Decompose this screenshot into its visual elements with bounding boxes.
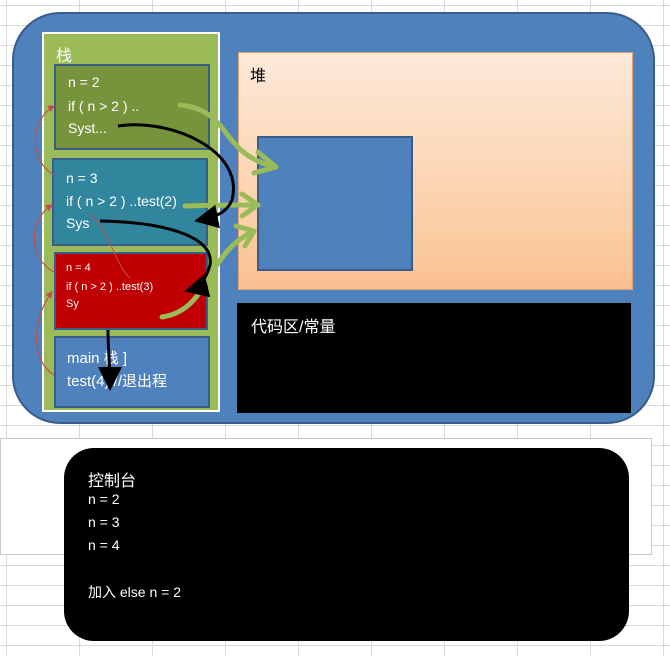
black-return-arrow [99, 219, 212, 298]
frame-line: main 栈 ] [67, 350, 128, 367]
frame-line: Sys [66, 215, 90, 231]
stack-frame-main: main 栈 ] test(4) //退出程 [54, 336, 210, 408]
frame-line: n = 2 [68, 74, 100, 90]
frame-line: n = 3 [66, 170, 98, 186]
red-call-arrow [89, 214, 131, 279]
console-note: 加入 else n = 2 [88, 584, 181, 600]
console-line: n = 4 [88, 537, 120, 553]
red-call-arrow [34, 105, 56, 176]
frame-line: if ( n > 2 ) ..test(3) [66, 281, 154, 293]
frame-line: if ( n > 2 ) .. [68, 98, 140, 114]
green-arrow-head [233, 223, 257, 249]
code-area-title: 代码区/常量 [251, 319, 336, 336]
code-area [237, 303, 631, 413]
stack-frame-n4: n = 4 if ( n > 2 ) ..test(3) Sy [54, 252, 208, 330]
green-arrow [177, 102, 271, 168]
green-arrow-head [251, 149, 279, 176]
red-call-arrow [33, 204, 55, 273]
console-title: 控制台 [88, 473, 137, 490]
heap-object [257, 136, 413, 271]
console-panel [64, 448, 629, 641]
frame-line: Sy [66, 298, 79, 310]
console-line: n = 3 [88, 514, 120, 530]
stack-frame-n3: n = 3 if ( n > 2 ) ..test(2) Sys [52, 158, 208, 246]
black-return-arrow [97, 329, 122, 391]
black-return-arrow [117, 123, 235, 229]
frame-line: if ( n > 2 ) ..test(2) [66, 193, 177, 209]
green-arrow [182, 202, 258, 209]
frame-line: n = 4 [66, 262, 91, 274]
red-call-arrow [36, 291, 55, 376]
console-line: n = 2 [88, 491, 120, 507]
green-arrow-head [239, 191, 261, 219]
stack-title: 栈 [56, 48, 73, 65]
frame-line: Syst... [68, 120, 107, 136]
heap-title: 堆 [250, 68, 267, 85]
